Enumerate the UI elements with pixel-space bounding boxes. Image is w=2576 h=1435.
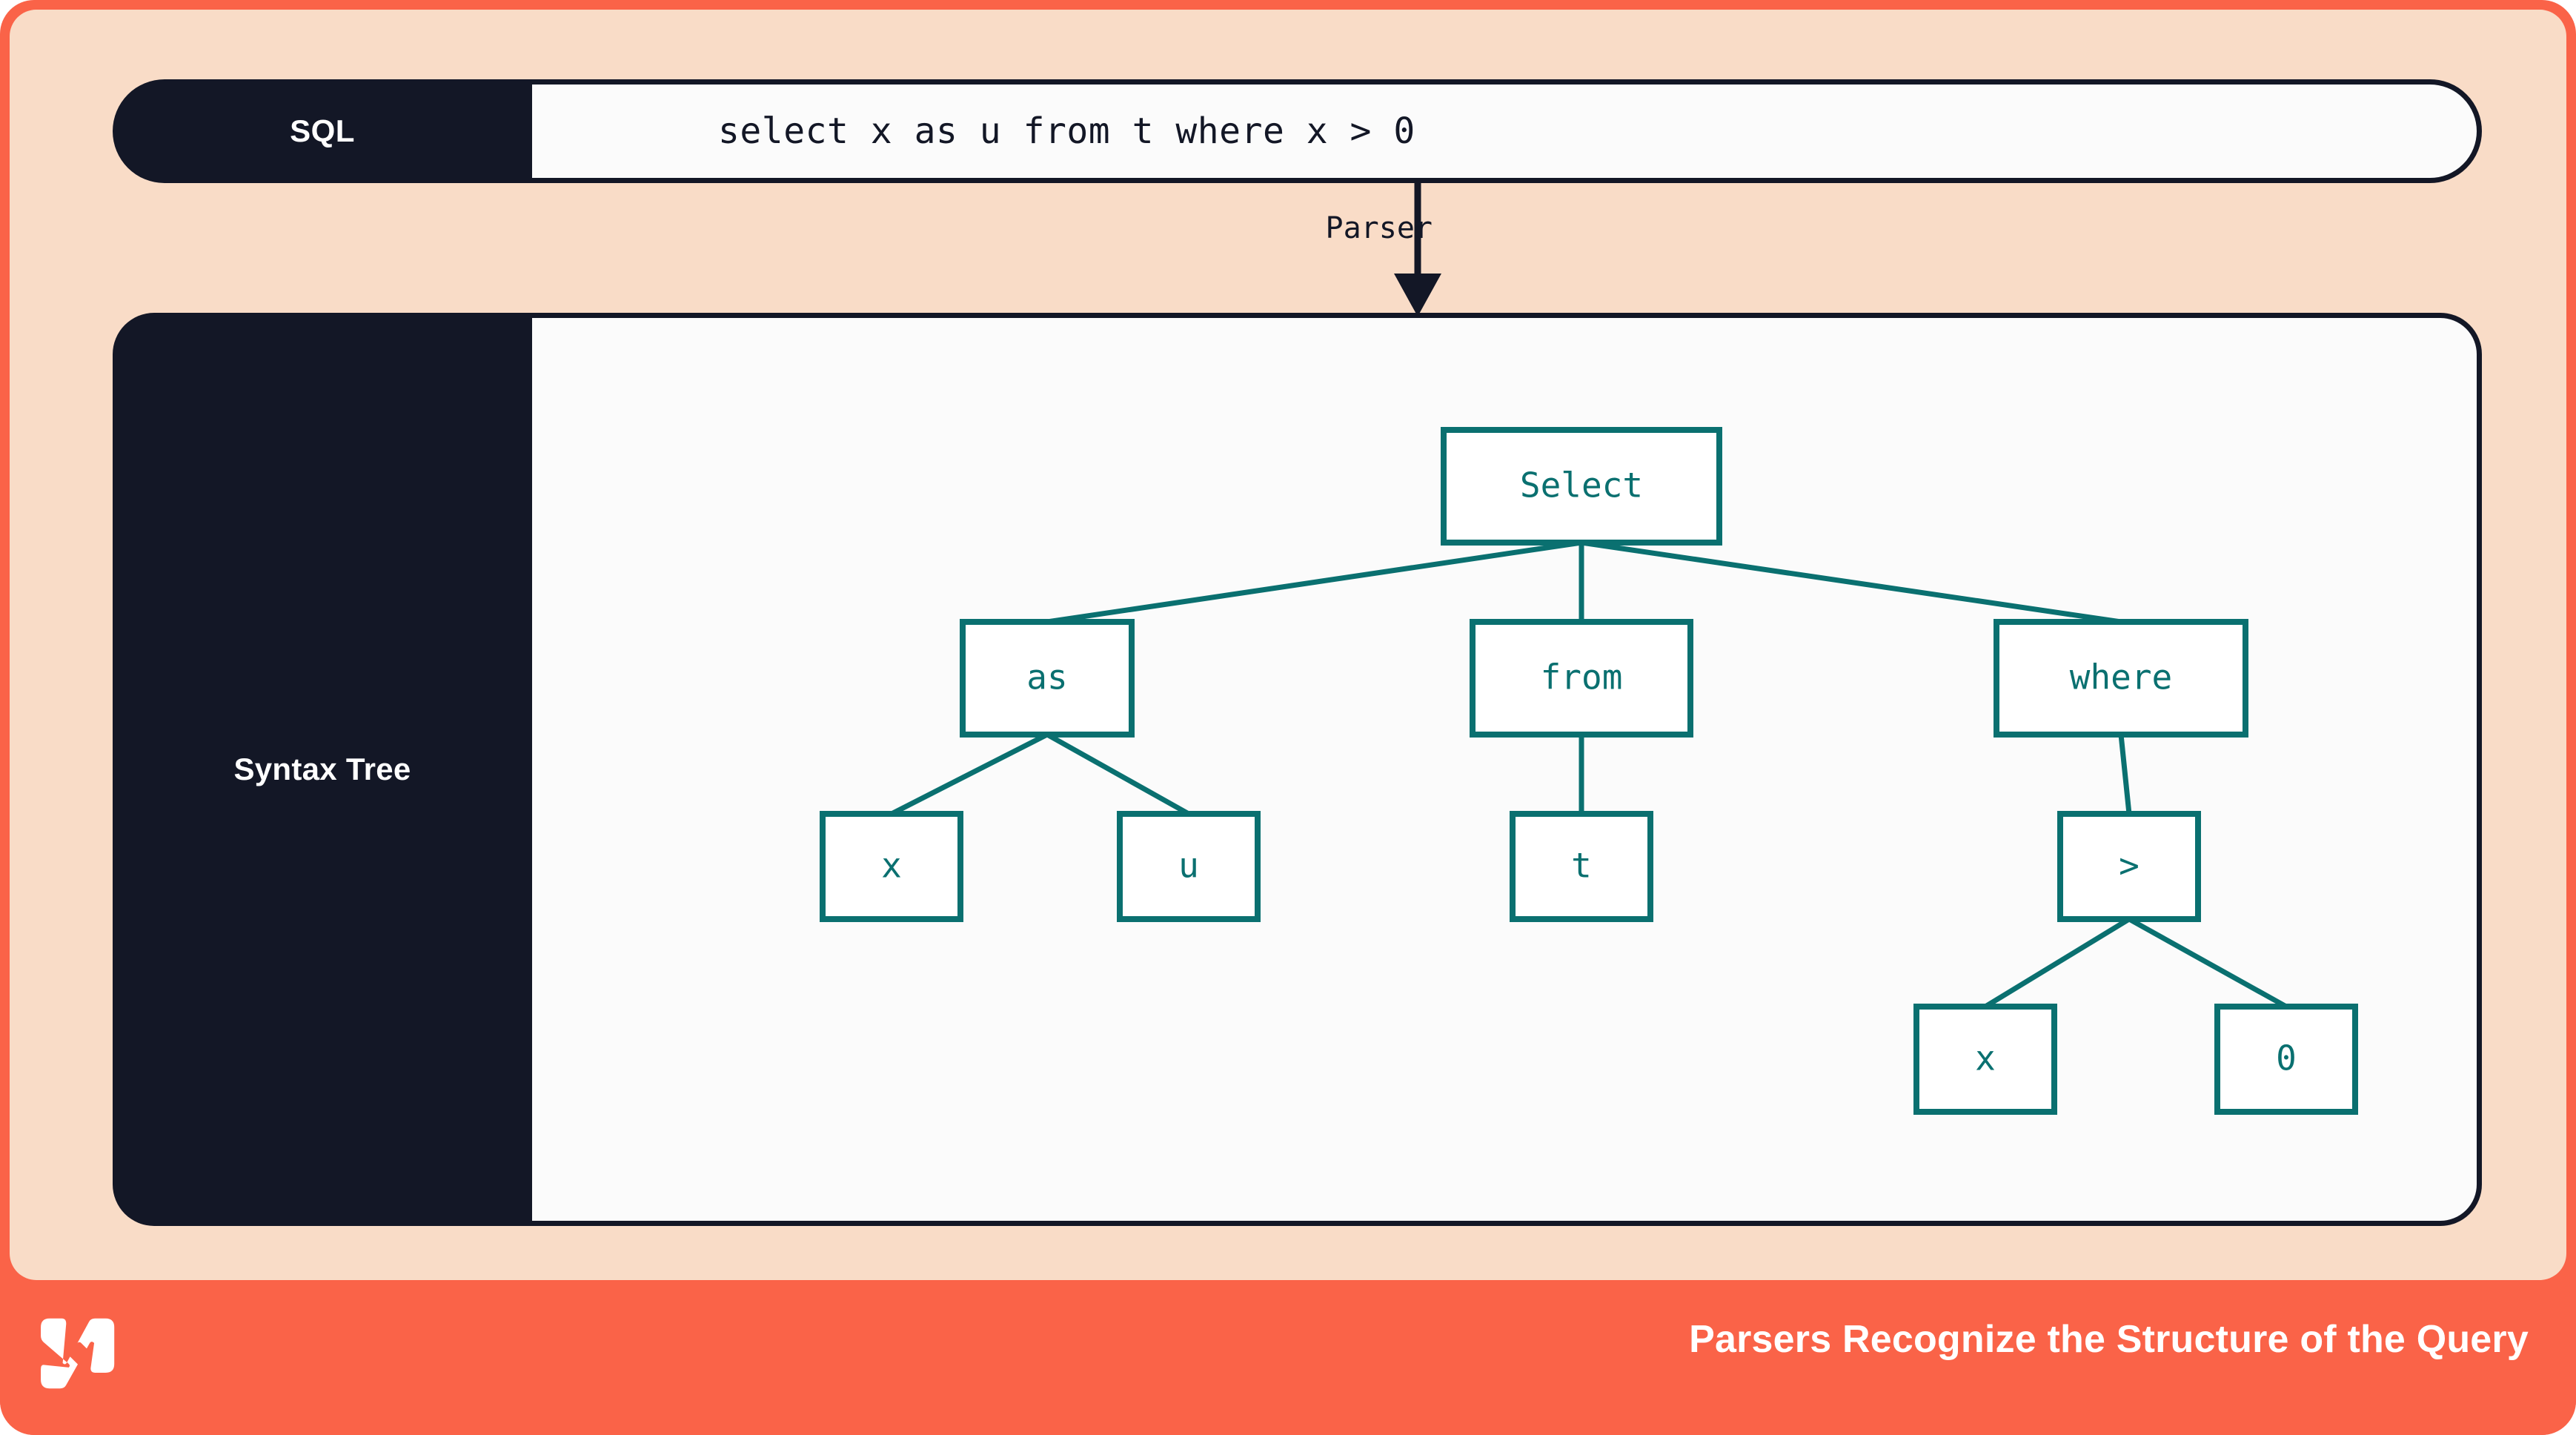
tree-node-box — [820, 811, 963, 922]
brand-x-logo-icon — [41, 1318, 115, 1389]
tree-node[interactable]: x — [820, 811, 963, 922]
tree-node-layer: Select as from where x u t > x 0 — [820, 427, 2358, 1115]
tree-node-box — [1470, 619, 1693, 738]
tree-node-label: x — [881, 846, 902, 886]
tree-edge — [1984, 917, 2131, 1009]
tree-node-box — [2214, 1004, 2358, 1115]
down-arrow-icon — [1394, 183, 1441, 317]
sql-query-field[interactable]: select x as u from t where x > 0 — [412, 79, 2482, 183]
tree-node-label: u — [1178, 846, 1199, 886]
tree-edge — [890, 732, 1049, 817]
parser-transform: Parser — [1269, 183, 1640, 317]
tree-node-box — [1441, 427, 1722, 546]
sql-label: SQL — [113, 79, 532, 183]
tree-edge — [1046, 540, 1582, 625]
syntax-tree-panel: Syntax Tree Select as from where x u t > x 0 — [113, 313, 2482, 1226]
tree-node-label: t — [1571, 846, 1592, 886]
sql-label-text: SQL — [290, 113, 355, 148]
tree-node-label: from — [1541, 657, 1623, 697]
tree-node-box — [1913, 1004, 2057, 1115]
tree-node[interactable]: Select — [1441, 427, 1722, 546]
syntax-tree-graph: Select as from where x u t > x 0 — [820, 427, 2358, 1115]
tree-node-label: > — [2119, 846, 2140, 886]
tree-node[interactable]: where — [1994, 619, 2248, 738]
tree-node[interactable]: x — [1913, 1004, 2057, 1115]
sql-row: SQL select x as u from t where x > 0 — [113, 79, 2482, 183]
tree-edge — [1581, 540, 2122, 625]
tree-node-box — [1994, 619, 2248, 738]
tree-node-label: as — [1026, 657, 1067, 697]
tree-node[interactable]: > — [2057, 811, 2201, 922]
tree-edge-layer — [890, 540, 2288, 1010]
tree-edge — [2118, 734, 2132, 815]
tree-node[interactable]: as — [960, 619, 1135, 738]
diagram-canvas: SQL select x as u from t where x > 0 Par… — [10, 10, 2566, 1280]
tree-node[interactable]: u — [1117, 811, 1261, 922]
tree-node-label: Select — [1520, 465, 1643, 506]
sql-query-text: select x as u from t where x > 0 — [718, 110, 1415, 152]
tree-node[interactable]: t — [1510, 811, 1653, 922]
syntax-tree-stage: Select as from where x u t > x 0 — [412, 313, 2482, 1226]
syntax-tree-label-text: Syntax Tree — [233, 752, 411, 786]
tree-node-box — [2057, 811, 2201, 922]
syntax-tree-label: Syntax Tree — [113, 313, 532, 1226]
tree-node-box — [1510, 811, 1653, 922]
tree-node[interactable]: 0 — [2214, 1004, 2358, 1115]
tree-node-label: x — [1975, 1038, 1996, 1078]
tree-edge — [1046, 732, 1190, 817]
tree-node-label: where — [2070, 657, 2172, 697]
footer-tagline: Parsers Recognize the Structure of the Q… — [1689, 1318, 2529, 1361]
footer-bar: Parsers Recognize the Structure of the Q… — [0, 1280, 2576, 1435]
tree-node-label: 0 — [2276, 1038, 2297, 1078]
tree-edge — [2128, 916, 2288, 1010]
tree-node-box — [960, 619, 1135, 738]
tree-node[interactable]: from — [1470, 619, 1693, 738]
tree-node-box — [1117, 811, 1261, 922]
